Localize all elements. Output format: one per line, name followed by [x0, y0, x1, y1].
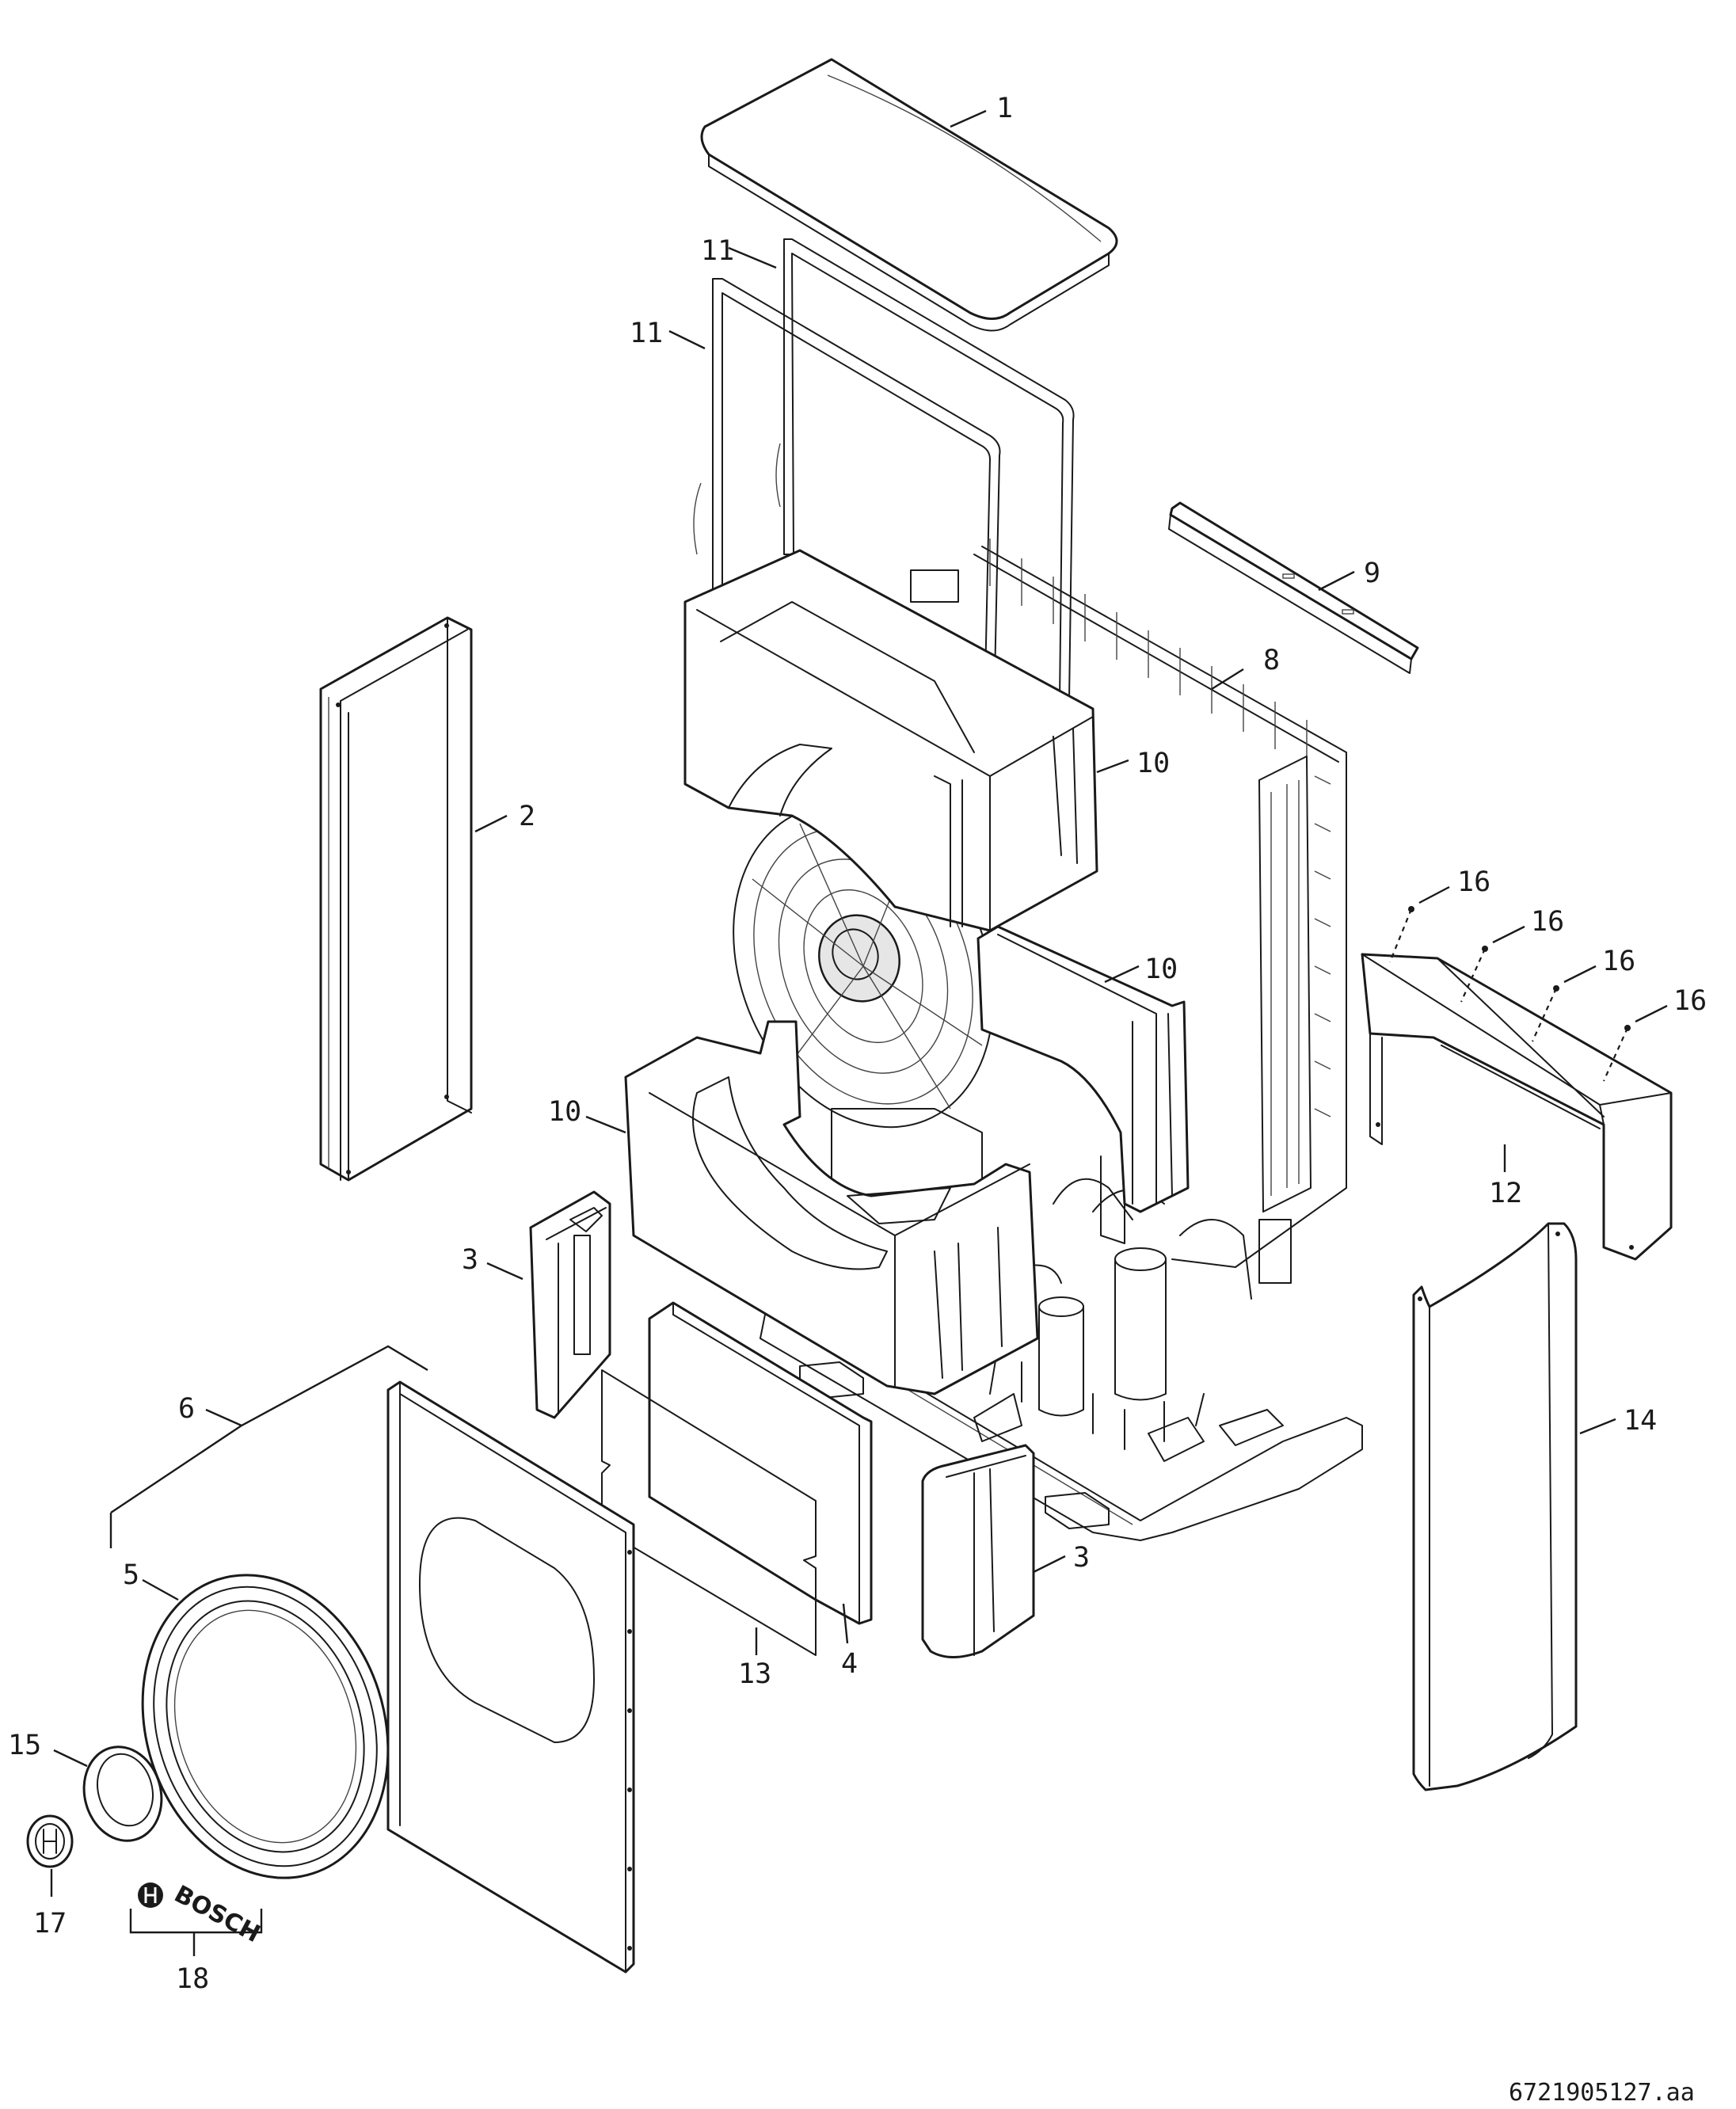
callout-5: 5: [123, 1559, 139, 1591]
callout-10-upper: 10: [1136, 748, 1170, 779]
compressor-assembly: [831, 1108, 1292, 1462]
callout-16-b: 16: [1531, 906, 1564, 938]
hub-cap: [82, 1745, 163, 1842]
callout-11-upper: 11: [701, 235, 734, 267]
callout-1: 1: [996, 93, 1013, 124]
callout-17: 17: [33, 1908, 67, 1940]
callout-2: 2: [519, 801, 535, 832]
callout-18: 18: [176, 1963, 209, 1995]
callout-15: 15: [8, 1730, 41, 1761]
callout-9: 9: [1364, 558, 1380, 589]
callout-3-left: 3: [462, 1244, 478, 1276]
callout-8: 8: [1263, 645, 1280, 676]
callout-10-lower: 10: [548, 1096, 581, 1128]
callout-13: 13: [738, 1658, 771, 1690]
frame-loop-front: [693, 278, 1001, 718]
document-number: 6721905127.aa: [1509, 2079, 1695, 2107]
leader-lines: [50, 109, 1616, 1956]
front-panel: [386, 1380, 635, 1974]
corner-post-left: [529, 1190, 611, 1419]
callout-14: 14: [1624, 1405, 1657, 1437]
callout-16-c: 16: [1602, 946, 1635, 977]
left-side-panel: [319, 616, 473, 1182]
emblem-badge: [26, 1814, 74, 1868]
callout-11-lower: 11: [630, 318, 663, 349]
callout-16-a: 16: [1457, 866, 1490, 898]
frame-loop-rear: [783, 238, 1075, 702]
heat-exchanger-part: [910, 539, 1347, 1268]
brand-label-part: BOSCH: [138, 1880, 265, 1948]
top-rail-part: [1168, 501, 1419, 674]
callout-labels: 1 11 11 9 8 10 10 10 2 3 3 4 13 12 14 16…: [8, 93, 1707, 1995]
fan-grille-ring: [141, 1574, 390, 1879]
callout-4: 4: [841, 1648, 858, 1680]
insulation-mat: [601, 1369, 817, 1656]
brand-label-text: BOSCH: [169, 1880, 265, 1948]
side-top-cover: [1361, 953, 1673, 1261]
callout-6: 6: [178, 1393, 195, 1425]
callout-16-d: 16: [1673, 985, 1707, 1017]
fan-shroud-upper: [683, 549, 1098, 932]
callout-3-right: 3: [1073, 1542, 1090, 1574]
corner-post-right: [921, 1444, 1035, 1658]
screws-part16: [1388, 885, 1668, 1082]
callout-10-middle: 10: [1144, 954, 1178, 985]
fan-shroud-lower: [624, 1020, 1039, 1395]
callout-12: 12: [1489, 1178, 1522, 1209]
right-side-panel: [1412, 1222, 1578, 1791]
fan-shroud-middle: [976, 925, 1190, 1213]
top-cover-part: [700, 58, 1118, 332]
